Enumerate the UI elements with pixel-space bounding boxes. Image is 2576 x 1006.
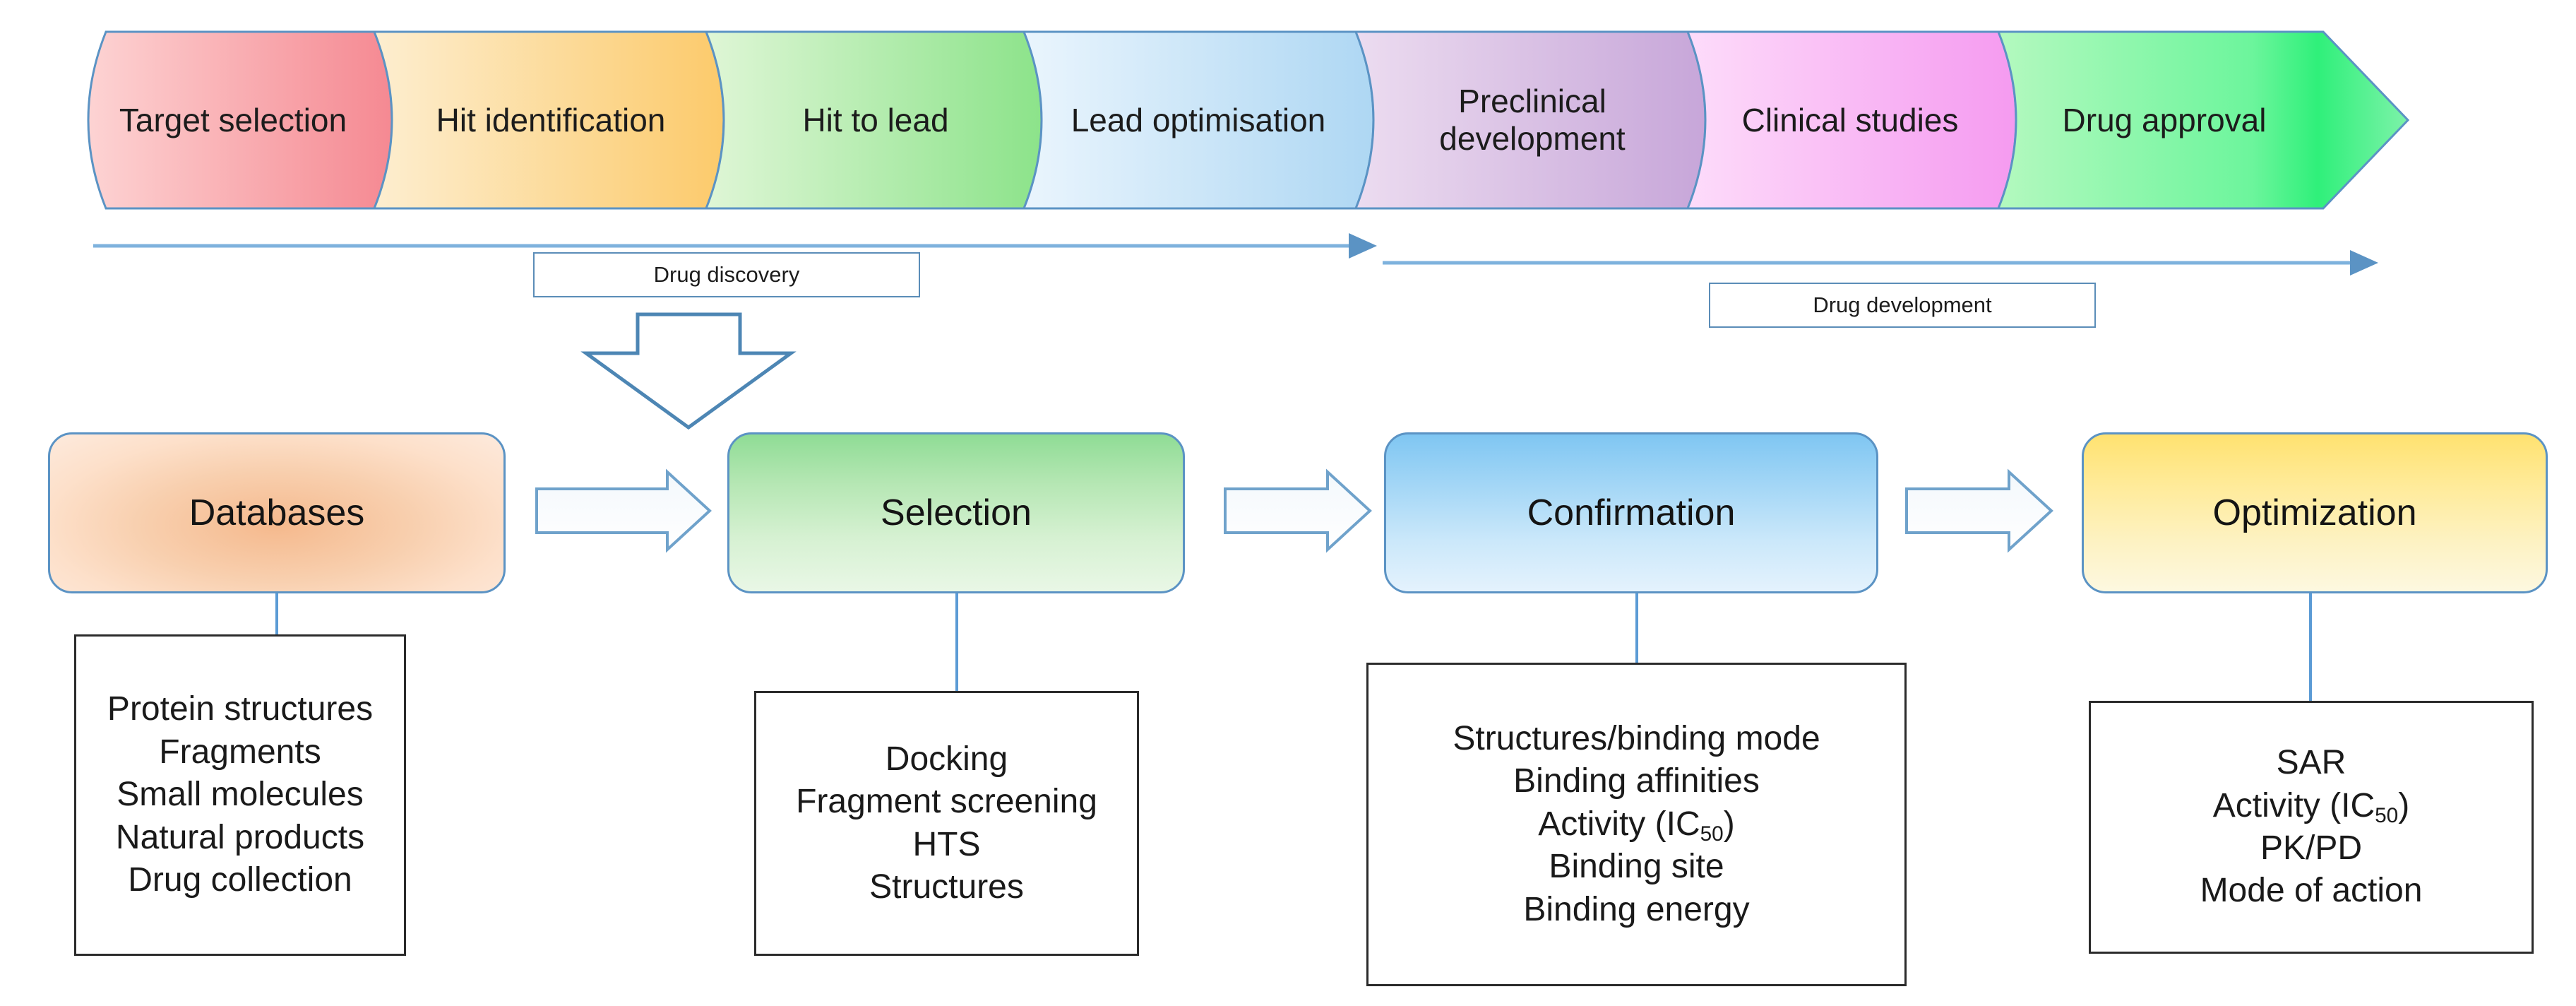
pipeline-segment-3 [1022,30,1375,210]
card-connector-arrows [535,468,2053,553]
detail-item: Binding affinities [1513,762,1760,800]
phase-box-drug-development: Drug development [1709,283,2096,328]
detail-item: Drug collection [128,861,352,899]
card-optimization[interactable]: Optimization [2082,432,2548,593]
detail-item: Binding energy [1523,890,1750,928]
pipeline-segment-6 [1996,30,2410,210]
detail-item: Fragment screening [796,783,1097,821]
detail-item: Natural products [115,818,365,856]
detail-item: Fragments [159,733,321,771]
card-confirmation[interactable]: Confirmation [1384,432,1878,593]
timeline-arrows [93,233,2378,276]
detail-item: Structures/binding mode [1453,719,1820,757]
pipeline-segment-4 [1354,30,1707,210]
pipeline-segment-0 [87,30,393,210]
detail-box-databases: Protein structures Fragments Small molec… [74,634,406,956]
detail-item: Small molecules [117,776,364,814]
ic50-subscript: 50 [2375,803,2399,827]
connector-arrow-3 [1905,468,2053,553]
ic50-subscript: 50 [1700,822,1724,846]
pipeline-segment-1 [372,30,725,210]
detail-item: Mode of action [2200,872,2423,910]
down-arrow [580,312,797,430]
detail-item: SAR [2276,744,2347,782]
drug-discovery-arrow-head [1349,233,1377,259]
pipeline-segment-2 [704,30,1043,210]
connector-arrow-2 [1224,468,1372,553]
detail-box-optimization: SAR Activity (IC50) PK/PD Mode of action [2089,701,2534,954]
card-databases[interactable]: Databases [48,432,506,593]
connector-arrow-1 [535,468,712,553]
detail-item: Binding site [1549,848,1724,886]
drug-development-arrow-head [2350,250,2378,276]
phase-box-drug-discovery: Drug discovery [533,252,920,297]
detail-box-selection: Docking Fragment screening HTS Structure… [754,691,1139,956]
detail-item-activity: Activity (IC50) [1538,805,1735,846]
card-selection[interactable]: Selection [727,432,1185,593]
detail-item-activity: Activity (IC50) [2212,786,2410,827]
detail-box-confirmation: Structures/binding mode Binding affiniti… [1366,663,1907,986]
detail-item: PK/PD [2260,829,2363,867]
card-detail-connectors [275,593,2312,701]
detail-item: Docking [885,740,1008,778]
detail-item: HTS [912,825,981,863]
detail-item: Protein structures [107,690,374,728]
detail-item: Structures [869,868,1024,906]
pipeline-banner [87,30,2410,210]
pipeline-segment-5 [1686,30,2017,210]
